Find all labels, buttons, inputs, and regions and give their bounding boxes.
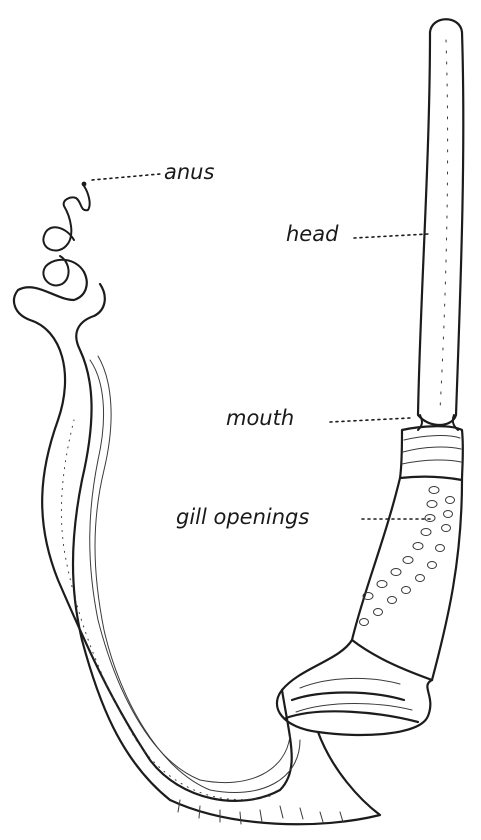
label-gill-openings: gill openings (176, 505, 309, 529)
leader-anus (92, 174, 160, 180)
proboscis-outline (418, 19, 463, 425)
anus-point (82, 182, 87, 187)
leader-head (354, 234, 428, 238)
leader-mouth (330, 418, 410, 422)
trunk-body-outer (14, 272, 292, 801)
proboscis-stipple (440, 40, 448, 410)
label-head: head (286, 222, 338, 246)
trunk-body-inner (73, 284, 380, 824)
collar-bands (402, 436, 461, 464)
collar-outline (400, 426, 463, 480)
label-anus: anus (164, 160, 214, 184)
tail-coil (43, 186, 89, 285)
branchial-region-outline (352, 478, 462, 680)
trunk-body-texture (61, 420, 270, 800)
gill-openings (360, 487, 455, 626)
label-mouth: mouth (226, 406, 294, 430)
